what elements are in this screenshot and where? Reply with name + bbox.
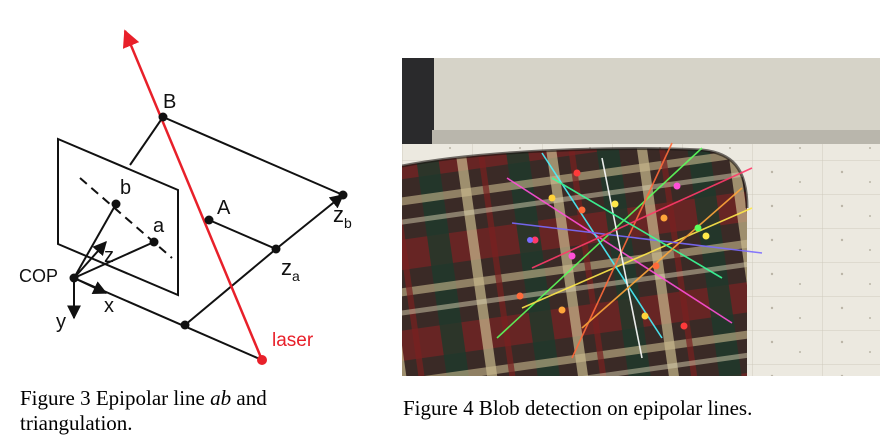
blob	[702, 232, 710, 240]
label-z: z	[104, 245, 114, 267]
point-base	[180, 320, 190, 330]
point-b	[111, 199, 121, 209]
blob	[652, 262, 660, 270]
blob	[694, 224, 702, 232]
blob-detection-photo	[402, 58, 880, 376]
z-axis-arrow	[73, 240, 107, 279]
blob	[527, 237, 533, 243]
figure-4-caption: Figure 4 Blob detection on epipolar line…	[403, 396, 753, 420]
image-plane	[57, 137, 179, 297]
epipolar-line	[551, 177, 723, 279]
label-cop: COP	[19, 266, 58, 286]
za-zb-line	[275, 194, 345, 250]
ray-cop-b-line	[129, 116, 164, 166]
label-A: A	[217, 197, 231, 219]
epipolar-diagram: B A b a COP z x y zb za laser	[19, 29, 352, 365]
ray-b-zb-line	[162, 116, 344, 196]
blob	[568, 252, 576, 260]
baseboard	[432, 130, 880, 144]
label-laser: laser	[272, 330, 314, 351]
blob	[531, 236, 539, 244]
figure-3-caption: Figure 3 Epipolar line ab and triangulat…	[20, 386, 267, 435]
detected-blobs	[516, 169, 710, 330]
point-zb	[338, 190, 348, 200]
couch-arm-shade	[402, 147, 749, 209]
point-cop	[69, 273, 79, 283]
epipolar-lines	[496, 142, 763, 359]
blob	[548, 194, 556, 202]
blob	[573, 169, 581, 177]
label-B: B	[163, 91, 176, 113]
epipolar-line	[521, 207, 753, 309]
blob	[660, 214, 668, 222]
ray-cop-to-a	[73, 241, 155, 279]
epipolar-line	[506, 177, 733, 324]
label-a: a	[153, 215, 165, 237]
laser-line	[122, 29, 264, 361]
blob	[578, 206, 586, 214]
point-za	[271, 244, 281, 254]
laser-source	[257, 355, 267, 365]
label-za: za	[281, 255, 300, 284]
label-zb: zb	[333, 202, 352, 231]
epipolar-line	[531, 167, 753, 269]
ray-a-za-line	[208, 219, 277, 250]
epipolar-line	[581, 187, 743, 329]
label-b: b	[120, 177, 131, 199]
epipolar-line	[511, 222, 763, 254]
epipolar-line	[79, 177, 173, 259]
point-B	[158, 112, 168, 122]
blob	[611, 200, 619, 208]
blob	[673, 182, 681, 190]
label-y: y	[56, 311, 66, 333]
point-a	[149, 237, 159, 247]
blob	[641, 312, 649, 320]
point-A	[204, 215, 214, 225]
label-x: x	[104, 295, 114, 317]
epipolar-line	[601, 157, 643, 359]
blob	[558, 306, 566, 314]
x-axis-arrow	[73, 277, 108, 294]
blob	[680, 322, 688, 330]
couch	[402, 148, 747, 376]
blob	[516, 292, 524, 300]
